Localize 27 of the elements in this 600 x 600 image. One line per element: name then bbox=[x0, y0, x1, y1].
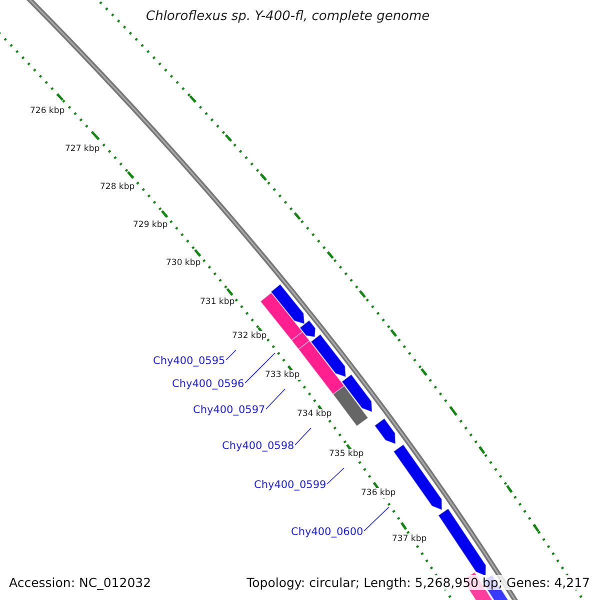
tick-label: 727 kbp bbox=[65, 144, 100, 154]
leader-line bbox=[226, 350, 236, 360]
leader-line bbox=[244, 352, 276, 384]
tick-label: 735 kbp bbox=[329, 449, 364, 459]
tick-label: 732 kbp bbox=[232, 331, 267, 341]
tick-label: 729 kbp bbox=[133, 220, 168, 230]
leader-line bbox=[266, 388, 286, 410]
tick-label: 726 kbp bbox=[30, 106, 65, 116]
tick-label: 734 kbp bbox=[297, 409, 332, 419]
gene-label: Chy400_0596 bbox=[172, 378, 244, 390]
genome-info-text: Topology: circular; Length: 5,268,950 bp; Genes: 4,217 bbox=[246, 575, 590, 590]
gene-label: Chy400_0597 bbox=[193, 404, 266, 416]
tick-label: 737 kbp bbox=[392, 534, 427, 544]
tick-label: 736 kbp bbox=[361, 488, 396, 498]
chart-title: Chloroflexus sp. Y-400-fl, complete genome bbox=[145, 9, 431, 24]
leader-line bbox=[364, 506, 390, 532]
accession-text: Accession: NC_012032 bbox=[9, 575, 152, 590]
tick-label: 731 kbp bbox=[200, 297, 235, 307]
leader-line bbox=[326, 468, 344, 484]
gene-label: Chy400_0599 bbox=[254, 479, 326, 491]
tick-label: 728 kbp bbox=[100, 182, 135, 192]
tick-label: 733 kbp bbox=[265, 370, 300, 380]
gene-label: Chy400_0598 bbox=[222, 440, 294, 452]
tick-label: 730 kbp bbox=[166, 258, 201, 268]
gene-label: Chy400_0595 bbox=[153, 355, 226, 367]
leader-line bbox=[294, 428, 312, 446]
gene-label: Chy400_0600 bbox=[291, 526, 364, 538]
